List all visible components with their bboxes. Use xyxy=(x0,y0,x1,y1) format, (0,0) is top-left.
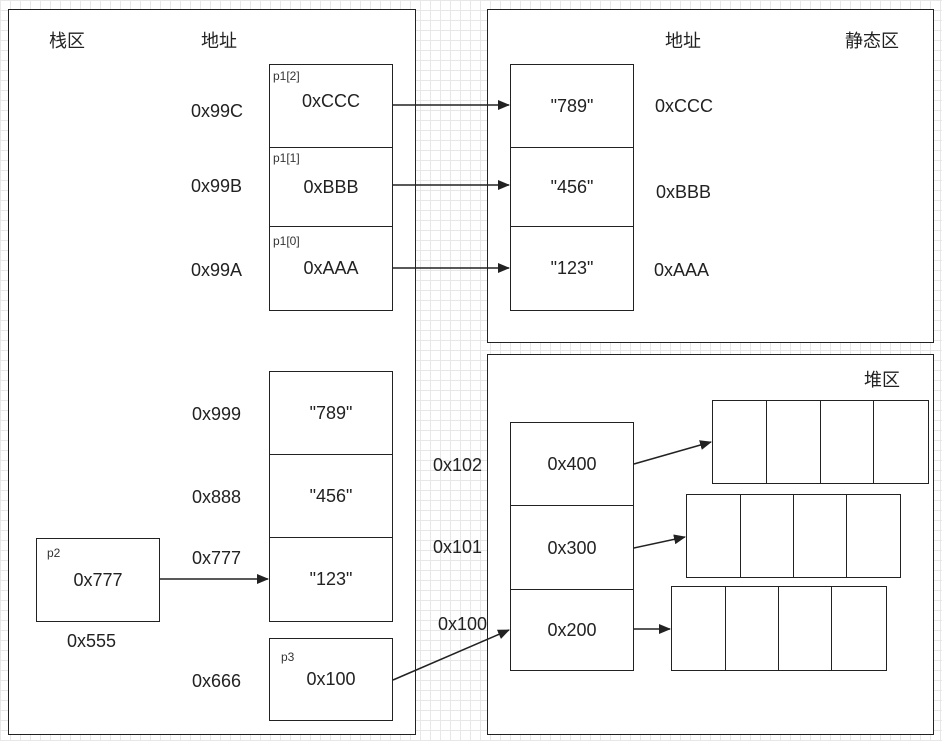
p2-label: p2 xyxy=(47,546,61,560)
heap-cell-400: 0x400 xyxy=(510,422,634,507)
heap-cell-200: 0x200 xyxy=(510,589,634,671)
heap-block-1 xyxy=(712,400,929,484)
p1-address-2: 0x99C xyxy=(191,101,244,121)
heap-address-101: 0x101 xyxy=(433,537,483,557)
static-cell-789-value: "789" xyxy=(550,96,594,116)
p1-cell-2-value: 0xCCC xyxy=(301,91,360,111)
p3-value: 0x100 xyxy=(306,669,356,689)
stack-string-address-777: 0x777 xyxy=(192,548,242,568)
stack-string-address-888: 0x888 xyxy=(192,487,242,507)
heap-block-3 xyxy=(671,586,887,671)
p1-cell-0-label: p1[0] xyxy=(273,234,300,248)
heap-block-3-cell xyxy=(831,586,887,671)
stack-title: 栈区 xyxy=(49,31,85,52)
p1-cell-2-label: p1[2] xyxy=(273,69,300,83)
heap-cell-200-value: 0x200 xyxy=(547,619,597,640)
p2-cell: 0x777 xyxy=(36,538,160,622)
stack-string-456: "456" xyxy=(269,454,393,539)
p1-cell-0-value: 0xAAA xyxy=(303,258,359,278)
p3-address: 0x666 xyxy=(192,671,242,691)
stack-string-123: "123" xyxy=(269,537,393,622)
p2-value: 0x777 xyxy=(73,569,123,590)
heap-cell-300: 0x300 xyxy=(510,505,634,591)
static-cell-123-value: "123" xyxy=(550,258,594,278)
heap-cell-400-value: 0x400 xyxy=(547,454,597,474)
heap-block-2-cell xyxy=(740,494,796,578)
stack-string-789-value: "789" xyxy=(309,403,353,423)
p1-cell-1-value: 0xBBB xyxy=(303,177,359,197)
heap-block-1-cell xyxy=(873,400,929,484)
stack-address-header: 地址 xyxy=(201,31,237,52)
p1-cell-2: 0xCCC xyxy=(269,64,393,149)
static-address-aaa: 0xAAA xyxy=(654,260,710,280)
static-address-header: 地址 xyxy=(665,31,701,52)
static-cell-123: "123" xyxy=(510,226,634,311)
heap-cell-300-value: 0x300 xyxy=(547,537,597,558)
stack-string-123-value: "123" xyxy=(309,569,353,589)
static-address-bbb: 0xBBB xyxy=(656,182,712,202)
heap-address-102: 0x102 xyxy=(433,455,483,475)
p1-cell-1: 0xBBB xyxy=(269,147,393,228)
heap-title: 堆区 xyxy=(864,370,900,391)
heap-block-2 xyxy=(686,494,901,578)
heap-block-2-cell xyxy=(793,494,849,578)
static-title: 静态区 xyxy=(845,31,899,52)
heap-block-1-cell xyxy=(766,400,822,484)
heap-block-2-cell xyxy=(846,494,901,578)
p1-cell-1-label: p1[1] xyxy=(273,151,300,165)
stack-string-456-value: "456" xyxy=(309,486,353,506)
static-address-ccc: 0xCCC xyxy=(655,96,714,116)
stack-string-address-999: 0x999 xyxy=(192,404,242,424)
p3-cell: 0x100 xyxy=(269,638,393,721)
heap-address-100: 0x100 xyxy=(438,614,488,634)
heap-block-2-cell xyxy=(686,494,742,578)
p1-address-0: 0x99A xyxy=(191,260,243,280)
p3-label: p3 xyxy=(281,650,295,664)
heap-block-1-cell xyxy=(712,400,768,484)
p1-address-1: 0x99B xyxy=(191,176,243,196)
stack-string-789: "789" xyxy=(269,371,393,456)
p1-cell-0: 0xAAA xyxy=(269,226,393,311)
heap-block-1-cell xyxy=(820,400,876,484)
heap-block-3-cell xyxy=(725,586,781,671)
heap-block-3-cell xyxy=(778,586,834,671)
heap-block-3-cell xyxy=(671,586,727,671)
p2-address: 0x555 xyxy=(67,631,117,651)
static-cell-456: "456" xyxy=(510,147,634,228)
static-cell-456-value: "456" xyxy=(550,177,594,197)
static-cell-789: "789" xyxy=(510,64,634,149)
